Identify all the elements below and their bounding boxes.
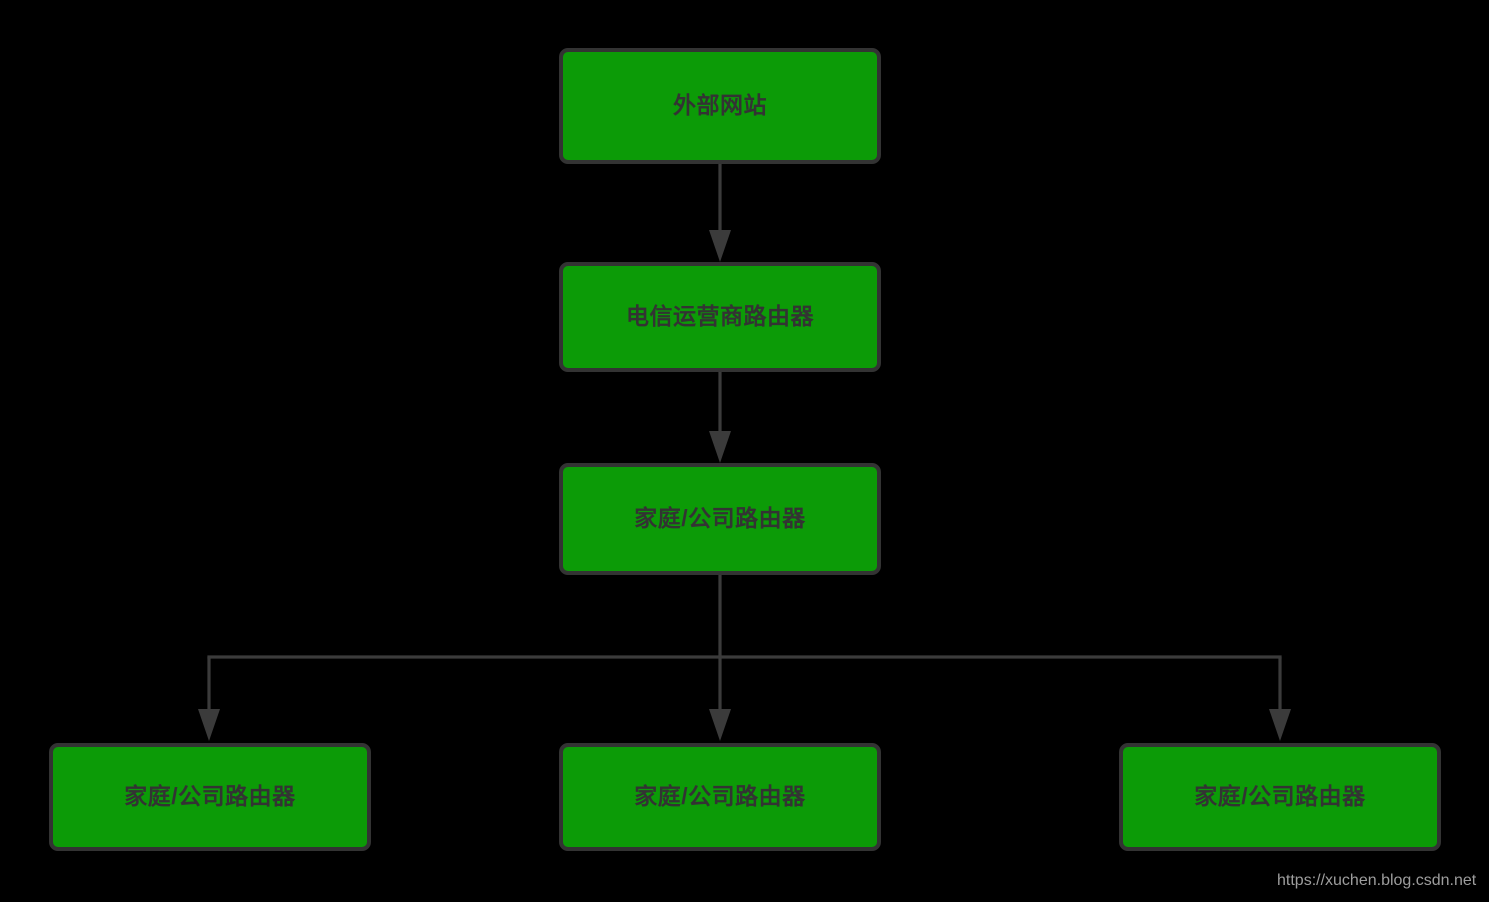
edge-home-to-right-branch <box>1269 657 1291 741</box>
edge-trunk-to-bus <box>207 575 1282 659</box>
node-external-website[interactable]: 外部网站 <box>559 48 881 164</box>
node-label-home-router-main: 家庭/公司路由器 <box>634 505 806 532</box>
edge-website-to-isp <box>709 164 731 262</box>
edge-home-to-center-branch <box>709 657 731 741</box>
node-label-home-router-right: 家庭/公司路由器 <box>1194 783 1366 810</box>
node-home-router-right[interactable]: 家庭/公司路由器 <box>1119 743 1441 851</box>
edge-home-to-left-branch <box>198 657 220 741</box>
node-label-external-website: 外部网站 <box>673 92 767 119</box>
edge-isp-to-home <box>709 372 731 463</box>
node-label-isp-router: 电信运营商路由器 <box>626 303 814 330</box>
node-isp-router[interactable]: 电信运营商路由器 <box>559 262 881 372</box>
node-home-router-left[interactable]: 家庭/公司路由器 <box>49 743 371 851</box>
node-home-router-main[interactable]: 家庭/公司路由器 <box>559 463 881 575</box>
node-label-home-router-left: 家庭/公司路由器 <box>124 783 296 810</box>
node-label-home-router-center: 家庭/公司路由器 <box>634 783 806 810</box>
node-home-router-center[interactable]: 家庭/公司路由器 <box>559 743 881 851</box>
watermark-url: https://xuchen.blog.csdn.net <box>1277 872 1477 889</box>
